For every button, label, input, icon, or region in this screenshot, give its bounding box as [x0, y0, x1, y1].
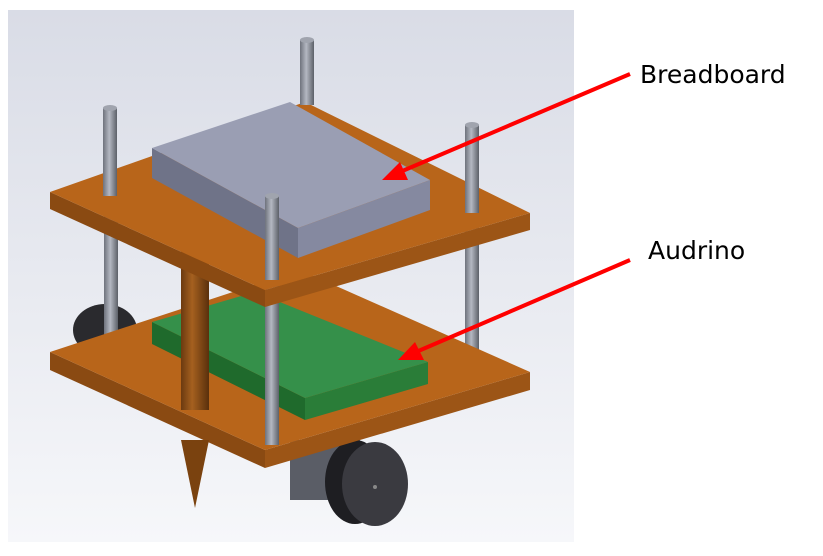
right-wheel	[290, 440, 408, 526]
breadboard-box	[152, 102, 430, 258]
upper-posts	[103, 37, 479, 280]
arduino-label: Audrino	[648, 236, 746, 265]
breadboard-label: Breadboard	[640, 60, 786, 89]
lower-posts	[104, 205, 479, 370]
breadboard-arrow	[382, 72, 631, 180]
arduino-arrow	[398, 258, 631, 360]
